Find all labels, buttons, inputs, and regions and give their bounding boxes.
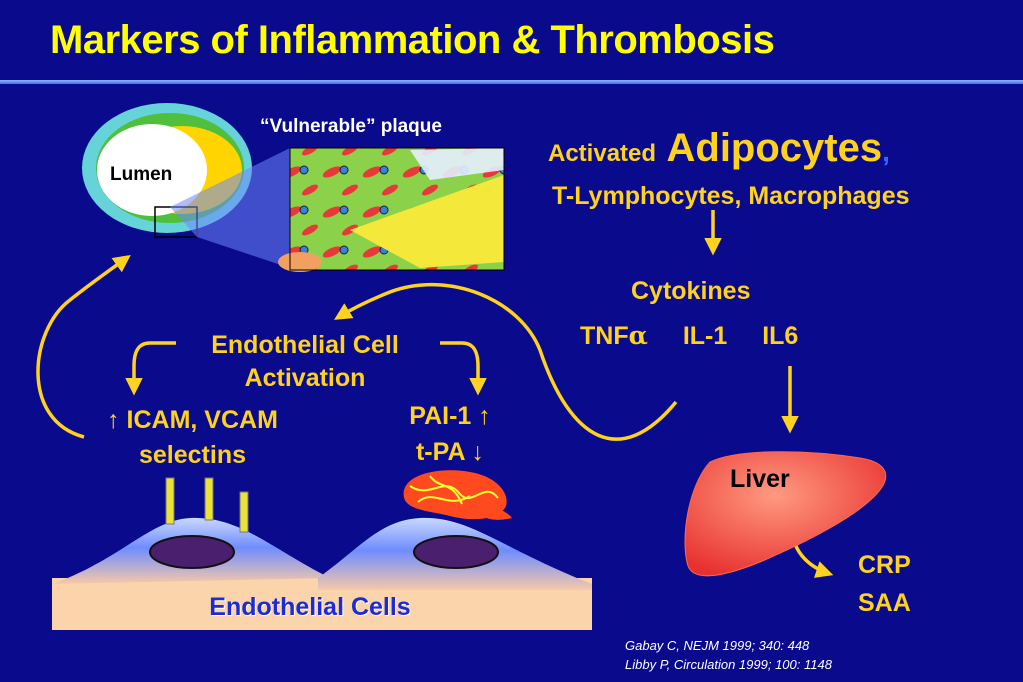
liver-label: Liver <box>730 465 790 493</box>
cytokines-list: TNFα IL-1 IL6 <box>580 321 798 351</box>
il1-label: IL-1 <box>682 322 728 350</box>
crp-label: CRP <box>858 551 911 579</box>
activation-right-arrow <box>440 341 487 396</box>
lumen-label: Lumen <box>110 164 173 185</box>
references: Gabay C, NEJM 1999; 340: 448 Libby P, Ci… <box>625 636 832 674</box>
adhesion-line1: ↑ ICAM, VCAM <box>107 406 278 434</box>
adhesion-line2: selectins <box>138 441 246 469</box>
reference-2: Libby P, Circulation 1999; 100: 1148 <box>625 657 832 672</box>
adipocytes-label: Adipocytes <box>666 126 883 170</box>
fibrinolysis-markers: PAI-1 ↑ t-PA ↓ <box>390 398 510 470</box>
liver-shape <box>684 451 887 577</box>
cytokine-to-endothelium-arrow <box>334 282 678 441</box>
plaque-caption: “Vulnerable” plaque <box>260 116 442 137</box>
activated-label: Activated <box>548 140 657 167</box>
adipocytes-comma: , <box>882 136 890 167</box>
zoom-beam <box>170 148 290 268</box>
activation-left-arrow <box>125 341 176 396</box>
activation-line2: Activation <box>244 364 366 392</box>
page-title: Markers of Inflammation & Thrombosis <box>50 18 775 62</box>
plaque-tissue-zoom <box>278 147 505 272</box>
sources-cells: T-Lymphocytes, Macrophages <box>552 182 910 210</box>
adhesion-molecules <box>165 477 249 533</box>
adhesion-markers: ↑ ICAM, VCAM selectins <box>80 403 305 473</box>
endothelial-cells-label: Endothelial Cells <box>209 593 411 621</box>
il6-label: IL6 <box>762 322 799 350</box>
tnf-alpha-symbol: α <box>628 321 648 350</box>
endothelial-activation: Endothelial Cell Activation <box>180 329 430 395</box>
title-divider <box>0 80 1023 84</box>
tpa-label: t-PA ↓ <box>415 438 485 466</box>
sources-line1: Activated Adipocytes, <box>548 126 890 171</box>
endothelial-cells <box>52 517 592 630</box>
liver-products: CRP SAA <box>858 546 911 622</box>
activation-line1: Endothelial Cell <box>211 331 399 359</box>
pai-label: PAI-1 ↑ <box>409 402 491 430</box>
tnf-label: TNF <box>580 322 629 350</box>
reference-1: Gabay C, NEJM 1999; 340: 448 <box>625 638 810 653</box>
feedback-arrow-to-plaque <box>36 254 131 439</box>
cytokines-heading: Cytokines <box>631 277 751 305</box>
saa-label: SAA <box>858 589 911 617</box>
thrombus <box>403 470 512 520</box>
